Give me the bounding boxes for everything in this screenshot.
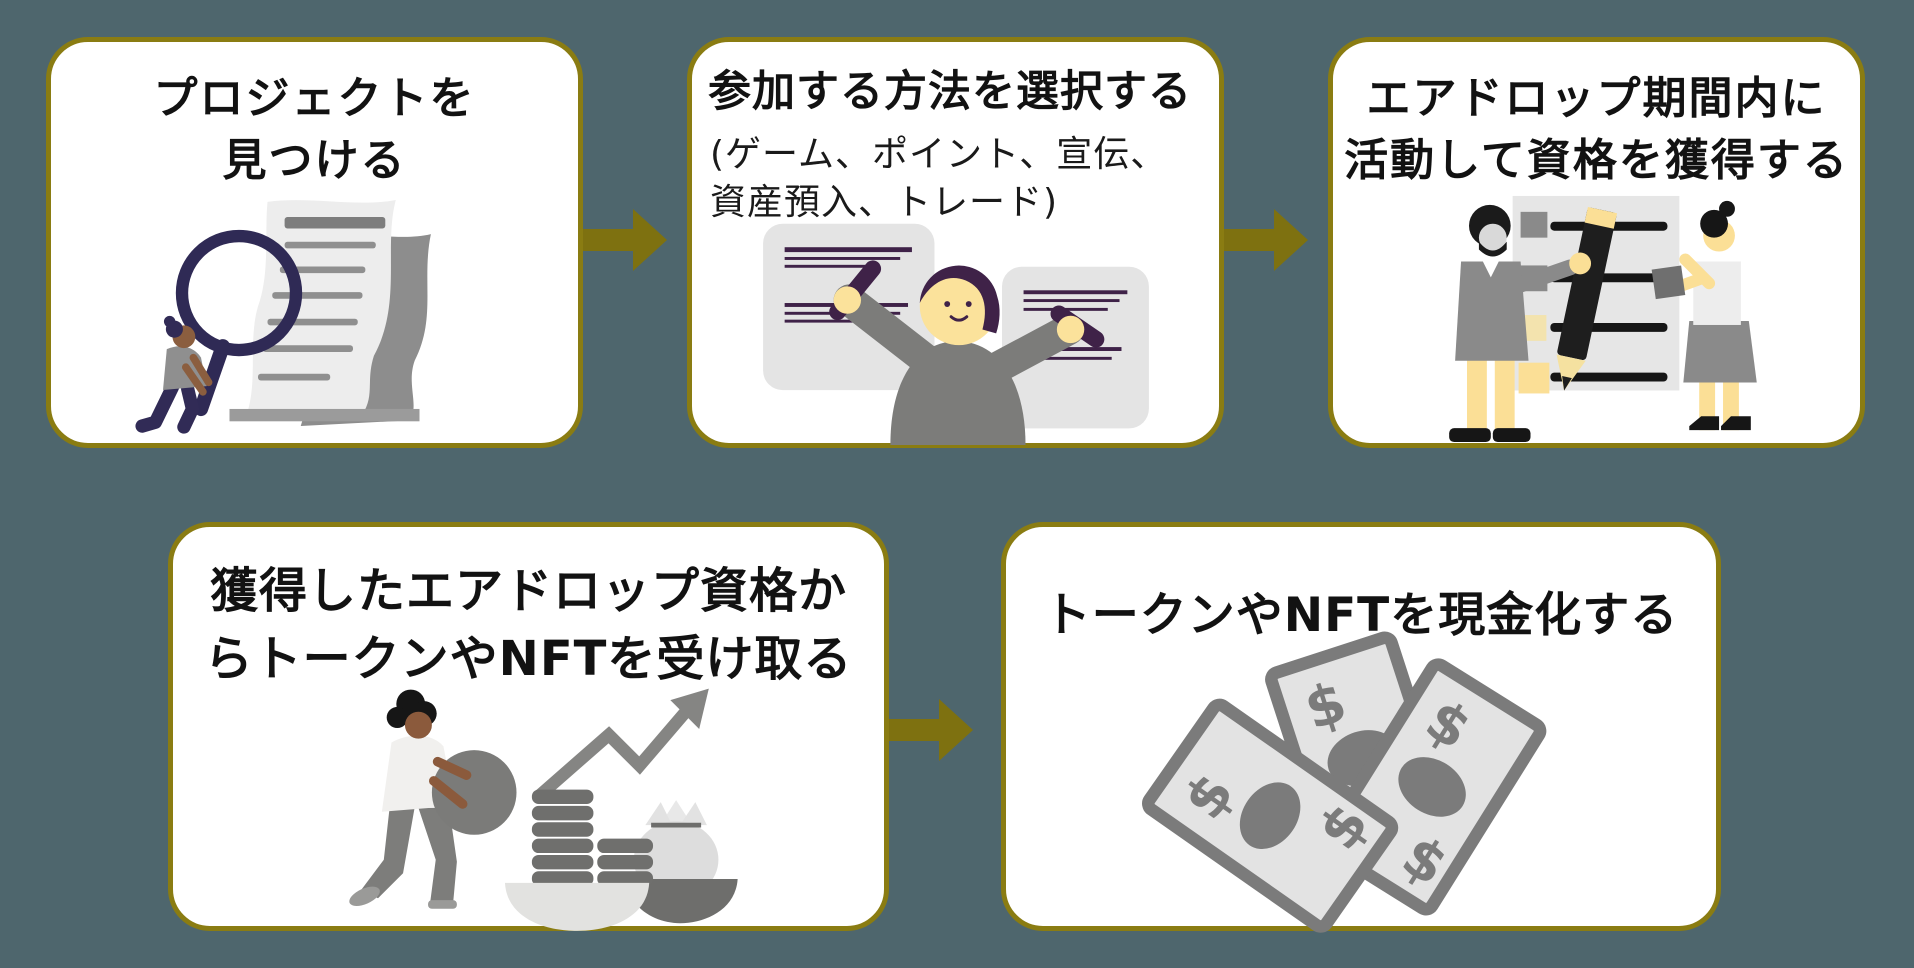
growth-arrow-icon	[533, 688, 709, 802]
title-line: 参加する方法を選択する	[708, 67, 1192, 117]
person-figure	[134, 315, 212, 434]
step-card-receive-tokens: 獲得したエアドロップ資格か らトークンやNFTを受け取る	[168, 522, 889, 931]
title-line: トークンやNFTを現金化する	[1043, 588, 1679, 643]
subtitle-line: (ゲーム、ポイント、宣伝、	[710, 134, 1168, 176]
subtitle-line: 資産預入、トレード)	[710, 181, 1059, 223]
step-title: 参加する方法を選択する	[692, 42, 1219, 123]
woman-figure	[348, 689, 516, 909]
step-card-choose-method: 参加する方法を選択する (ゲーム、ポイント、宣伝、 資産預入、トレード)	[687, 37, 1224, 448]
step-card-earn-qualification: エアドロップ期間内に 活動して資格を獲得する	[1328, 37, 1865, 448]
writing-two-documents-illustration	[762, 223, 1149, 445]
title-line: 活動して資格を獲得する	[1344, 135, 1849, 187]
step-card-cash-out: トークンやNFTを現金化する $ $	[1001, 522, 1721, 931]
step-title: 獲得したエアドロップ資格か らトークンやNFTを受け取る	[173, 527, 884, 693]
dollar-bills-illustration: $ $	[1191, 642, 1531, 912]
title-line: 獲得したエアドロップ資格か	[209, 563, 847, 619]
title-line: らトークンやNFTを受け取る	[204, 631, 853, 688]
woman-figure	[1651, 200, 1757, 431]
coin-growth-illustration	[348, 688, 738, 931]
title-line: エアドロップ期間内に	[1366, 73, 1827, 124]
light-bowl	[504, 882, 649, 931]
title-line: プロジェクトを	[153, 73, 476, 124]
step-subtitle: (ゲーム、ポイント、宣伝、 資産預入、トレード)	[692, 123, 1219, 226]
document-base	[229, 408, 419, 422]
step-title: エアドロップ期間内に 活動して資格を獲得する	[1333, 42, 1860, 193]
man-figure	[1448, 204, 1591, 443]
step-title: プロジェクトを 見つける	[51, 42, 578, 193]
dark-bowl	[625, 879, 738, 924]
title-line: 見つける	[222, 135, 407, 187]
magnifier-document-illustration	[134, 199, 431, 434]
person-figure	[828, 260, 1104, 445]
step-card-find-project: プロジェクトを 見つける	[46, 37, 583, 448]
flow-arrow-icon	[889, 699, 973, 761]
coin-stacks	[531, 789, 653, 886]
checklist-pencil-illustration	[1448, 195, 1757, 443]
pencil-icon	[1556, 207, 1617, 391]
flow-arrow-icon	[1224, 209, 1308, 271]
step-title: トークンやNFTを現金化する	[1006, 527, 1716, 650]
magnifier-icon	[175, 229, 302, 417]
flow-arrow-icon	[583, 209, 667, 271]
